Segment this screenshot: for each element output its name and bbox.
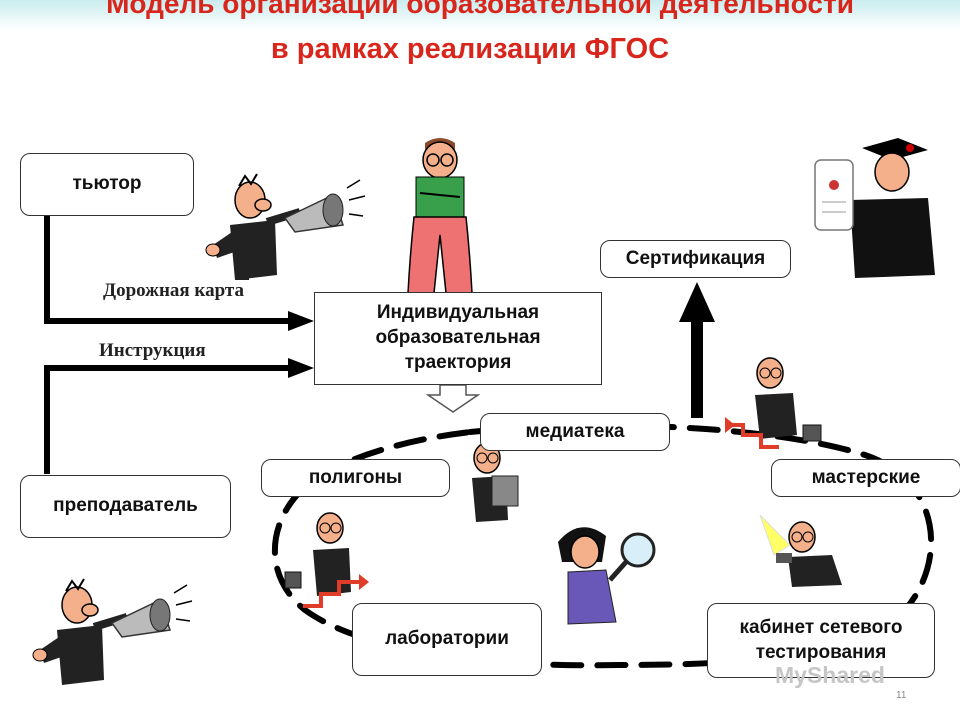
edge-label-instruction: Инструкция xyxy=(99,340,206,361)
node-individual-trajectory: Индивидуальная образовательная траектори… xyxy=(314,292,602,385)
edge-label-roadmap: Дорожная карта xyxy=(103,280,244,301)
title-line-1: Модель организации образовательной деяте… xyxy=(106,0,854,19)
magnifier-figure xyxy=(558,527,656,625)
trajectory-down-arrow xyxy=(425,384,481,413)
flashlight-figure xyxy=(759,514,842,587)
student-figure xyxy=(407,138,473,294)
top-band xyxy=(0,0,960,30)
title-line-2: в рамках реализации ФГОС xyxy=(270,33,670,65)
node-network-testing-room: кабинет сетевого тестирования xyxy=(707,603,935,678)
graduate-figure xyxy=(814,138,935,278)
climber-figure-upper xyxy=(725,357,822,449)
reader-figure xyxy=(472,442,519,522)
roadmap-connector xyxy=(44,214,314,331)
node-teacher: преподаватель xyxy=(20,475,231,538)
node-media-library: медиатека xyxy=(480,413,670,451)
instruction-connector xyxy=(44,358,314,474)
node-certification: Сертификация xyxy=(600,240,791,278)
node-laboratories: лаборатории xyxy=(352,603,542,676)
certification-up-arrow xyxy=(679,282,715,418)
page-number: 11 xyxy=(896,690,907,701)
climber-figure-left xyxy=(284,512,369,608)
node-polygons: полигоны xyxy=(261,459,450,497)
megaphone-figure-bottom xyxy=(32,578,193,685)
watermark: MyShared xyxy=(775,662,885,688)
megaphone-figure-top xyxy=(205,173,366,280)
node-tutor: тьютор xyxy=(20,153,194,216)
node-workshops: мастерские xyxy=(771,459,960,497)
